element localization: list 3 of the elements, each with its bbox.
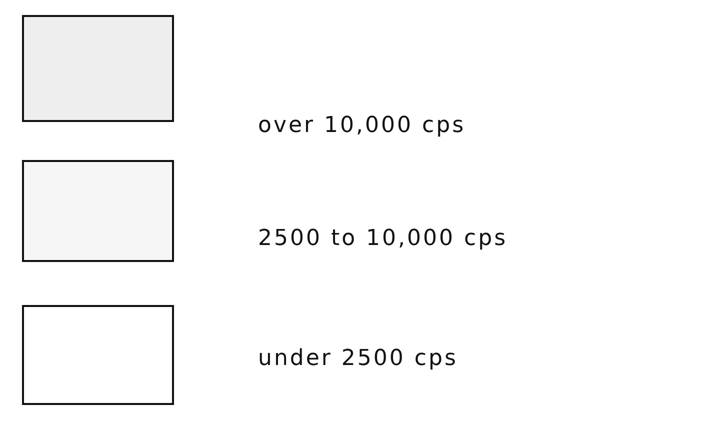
legend-label: under 2500 cps	[258, 346, 458, 371]
legend-label: over 10,000 cps	[258, 113, 466, 138]
legend-label: 2500 to 10,000 cps	[258, 226, 508, 251]
